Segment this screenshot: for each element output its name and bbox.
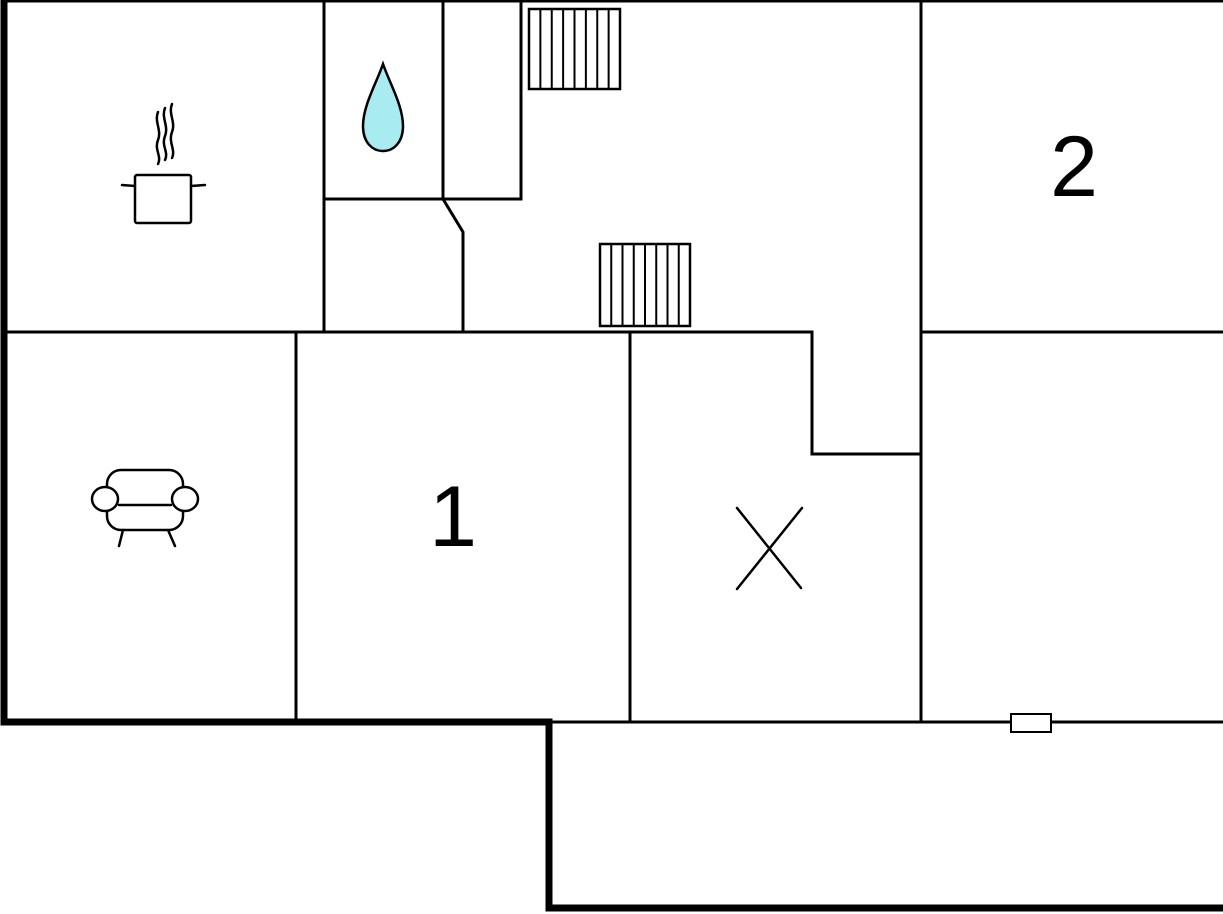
cooking-pot-icon [120,102,207,225]
room-label-1: 1 [429,469,477,565]
staircase-upper [527,7,622,91]
staircase-icon [539,9,610,89]
staircase-lower [598,242,692,328]
staircase-icon [610,244,680,326]
water-drop-icon [361,60,405,153]
cross-icon [735,506,804,591]
room-label-2: 2 [1050,119,1098,215]
radiator-icon [1010,713,1052,733]
armchair-icon [90,468,200,548]
interior-walls [2,0,1223,724]
